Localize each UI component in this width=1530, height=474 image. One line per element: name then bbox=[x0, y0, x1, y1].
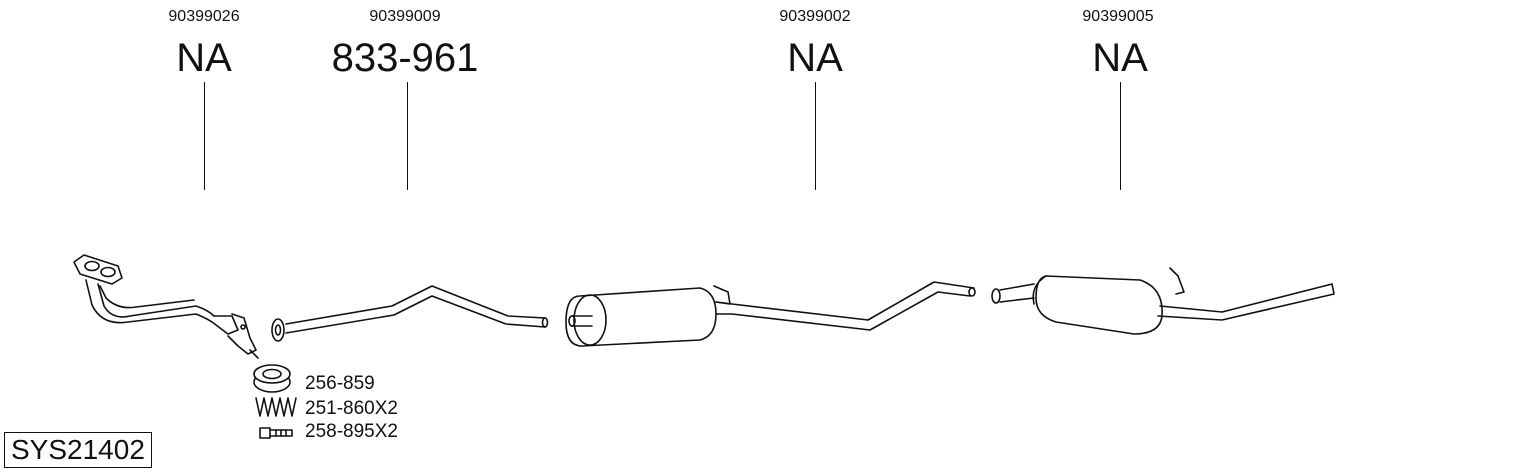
part-number-3[interactable]: NA bbox=[787, 36, 843, 80]
leader-line-2 bbox=[407, 82, 408, 190]
accessory-label-spring[interactable]: 251-860X2 bbox=[305, 398, 398, 419]
leader-line-1 bbox=[204, 82, 205, 190]
part-number-4[interactable]: NA bbox=[1092, 36, 1148, 80]
part-oem-number-2: 90399009 bbox=[369, 8, 441, 25]
part-oem-number-1: 90399026 bbox=[168, 8, 240, 25]
bolt-icon bbox=[259, 427, 293, 439]
accessory-label-gasket[interactable]: 256-859 bbox=[305, 373, 375, 394]
front-pipe-drawing[interactable] bbox=[73, 254, 259, 359]
accessory-label-bolt[interactable]: 258-895X2 bbox=[305, 421, 398, 442]
middle-silencer-drawing[interactable] bbox=[565, 281, 976, 347]
part-oem-number-3: 90399002 bbox=[779, 8, 851, 25]
leader-line-4 bbox=[1120, 82, 1121, 190]
leader-line-3 bbox=[815, 82, 816, 190]
rear-silencer-drawing[interactable] bbox=[991, 267, 1335, 335]
part-oem-number-4: 90399005 bbox=[1082, 8, 1154, 25]
system-code-box: SYS21402 bbox=[4, 432, 152, 468]
spring-icon bbox=[255, 397, 297, 417]
gasket-ring-icon bbox=[253, 364, 291, 393]
part-number-1[interactable]: NA bbox=[176, 36, 232, 80]
intermediate-pipe-drawing[interactable] bbox=[271, 285, 549, 342]
part-number-2[interactable]: 833-961 bbox=[331, 36, 479, 80]
